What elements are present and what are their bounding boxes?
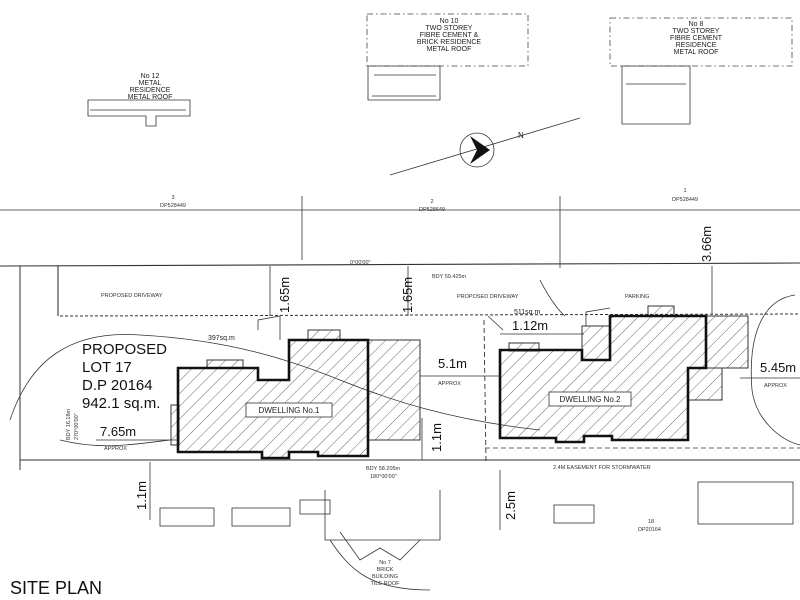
- front-neighbours: [159, 481, 794, 591]
- lot18-num: 18: [648, 519, 654, 525]
- dim-3-66: 3.66m: [699, 226, 714, 262]
- north-label: N: [518, 131, 524, 140]
- easement-label: 2.4M EASEMENT FOR STORMWATER: [553, 465, 651, 471]
- no7-line1: No 7: [379, 560, 391, 566]
- lot1-dp: DP528449: [672, 197, 698, 203]
- proposed-lot-label: PROPOSED LOT 17 D.P 20164 942.1 sq.m.: [82, 341, 167, 412]
- no8-line1: No 8: [689, 21, 704, 28]
- no8-line3: FIBRE CEMENT: [670, 35, 723, 42]
- dwelling-2-label: DWELLING No.2: [560, 395, 621, 404]
- lot17-line4: 942.1 sq.m.: [82, 395, 160, 412]
- dwelling-1: DWELLING No.1: [170, 315, 421, 460]
- lot2-dp: DP528649: [419, 207, 445, 213]
- lot-boundary: [0, 262, 800, 470]
- dim-1-65-b: 1.65m: [400, 277, 415, 313]
- bearing-left: 270°00'00": [74, 413, 80, 440]
- driveway-left: PROPOSED DRIVEWAY: [101, 293, 163, 299]
- approx-3: APPROX: [104, 446, 127, 452]
- no10-line3: FIBRE CEMENT &: [420, 32, 479, 39]
- bearing-bottom: 180°00'00": [370, 474, 397, 480]
- rear-lots: 3 DP528449 2 DP528649 1 DP528449: [0, 188, 800, 268]
- no7-line4: TILE ROOF: [370, 581, 400, 587]
- dim-5-1: 5.1m: [438, 356, 467, 371]
- lot2-num: 2: [430, 199, 433, 205]
- no12-line3: RESIDENCE: [130, 87, 171, 94]
- neighbour-no8: No 8 TWO STOREY FIBRE CEMENT RESIDENCE M…: [609, 17, 793, 125]
- no8-line5: METAL ROOF: [674, 49, 719, 56]
- dim-2-5: 2.5m: [503, 491, 518, 520]
- no10-line4: BRICK RESIDENCE: [417, 39, 482, 46]
- driveway-right: PROPOSED DRIVEWAY: [457, 294, 519, 300]
- lot17-line3: D.P 20164: [82, 377, 153, 394]
- parking-label: PARKING: [625, 294, 649, 300]
- dim-1-12: 1.12m: [512, 318, 548, 333]
- dimension-lines: [96, 266, 800, 530]
- no7-line3: BUILDING: [372, 574, 398, 580]
- lot17-line2: LOT 17: [82, 359, 132, 376]
- dwelling-2: DWELLING No.2: [498, 305, 749, 444]
- approx-2: APPROX: [764, 383, 787, 389]
- bearing-top: 0°00'00": [350, 260, 371, 266]
- dim-1-1-b: 1.1m: [134, 481, 149, 510]
- approx-1: APPROX: [438, 381, 461, 387]
- no10-line1: No 10: [440, 18, 459, 25]
- no8-line4: RESIDENCE: [676, 42, 717, 49]
- lot3-num: 3: [171, 195, 174, 201]
- bdy-left: BDY 16.18m: [66, 408, 72, 440]
- area-right: 511sq.m: [514, 309, 540, 316]
- north-arrow: N: [389, 117, 581, 176]
- no10-line5: METAL ROOF: [427, 46, 472, 53]
- neighbour-no10: No 10 TWO STOREY FIBRE CEMENT & BRICK RE…: [366, 13, 529, 101]
- dim-5-45: 5.45m: [760, 360, 796, 375]
- dim-7-65: 7.65m: [100, 424, 136, 439]
- no10-line2: TWO STOREY: [426, 25, 473, 32]
- no7-line2: BRICK: [377, 567, 394, 573]
- lot1-num: 1: [683, 188, 686, 194]
- dwelling-1-label: DWELLING No.1: [259, 406, 320, 415]
- no12-line1: No 12: [141, 73, 160, 80]
- lot17-line1: PROPOSED: [82, 341, 167, 358]
- bdy-top: BDY 59.425m: [432, 274, 467, 280]
- lot18-dp: DP20164: [638, 527, 661, 533]
- no12-line2: METAL: [139, 80, 162, 87]
- dim-1-65-a: 1.65m: [277, 277, 292, 313]
- neighbour-no12: No 12 METAL RESIDENCE METAL ROOF: [87, 73, 191, 127]
- no8-line2: TWO STOREY: [673, 28, 720, 35]
- dim-1-1-a: 1.1m: [429, 423, 444, 452]
- area-left: 397sq.m: [208, 335, 235, 342]
- lot3-dp: DP528449: [160, 203, 186, 209]
- drawing-title: SITE PLAN: [10, 578, 102, 598]
- no12-line4: METAL ROOF: [128, 94, 173, 101]
- bdy-bottom: BDY 58.205m: [366, 466, 401, 472]
